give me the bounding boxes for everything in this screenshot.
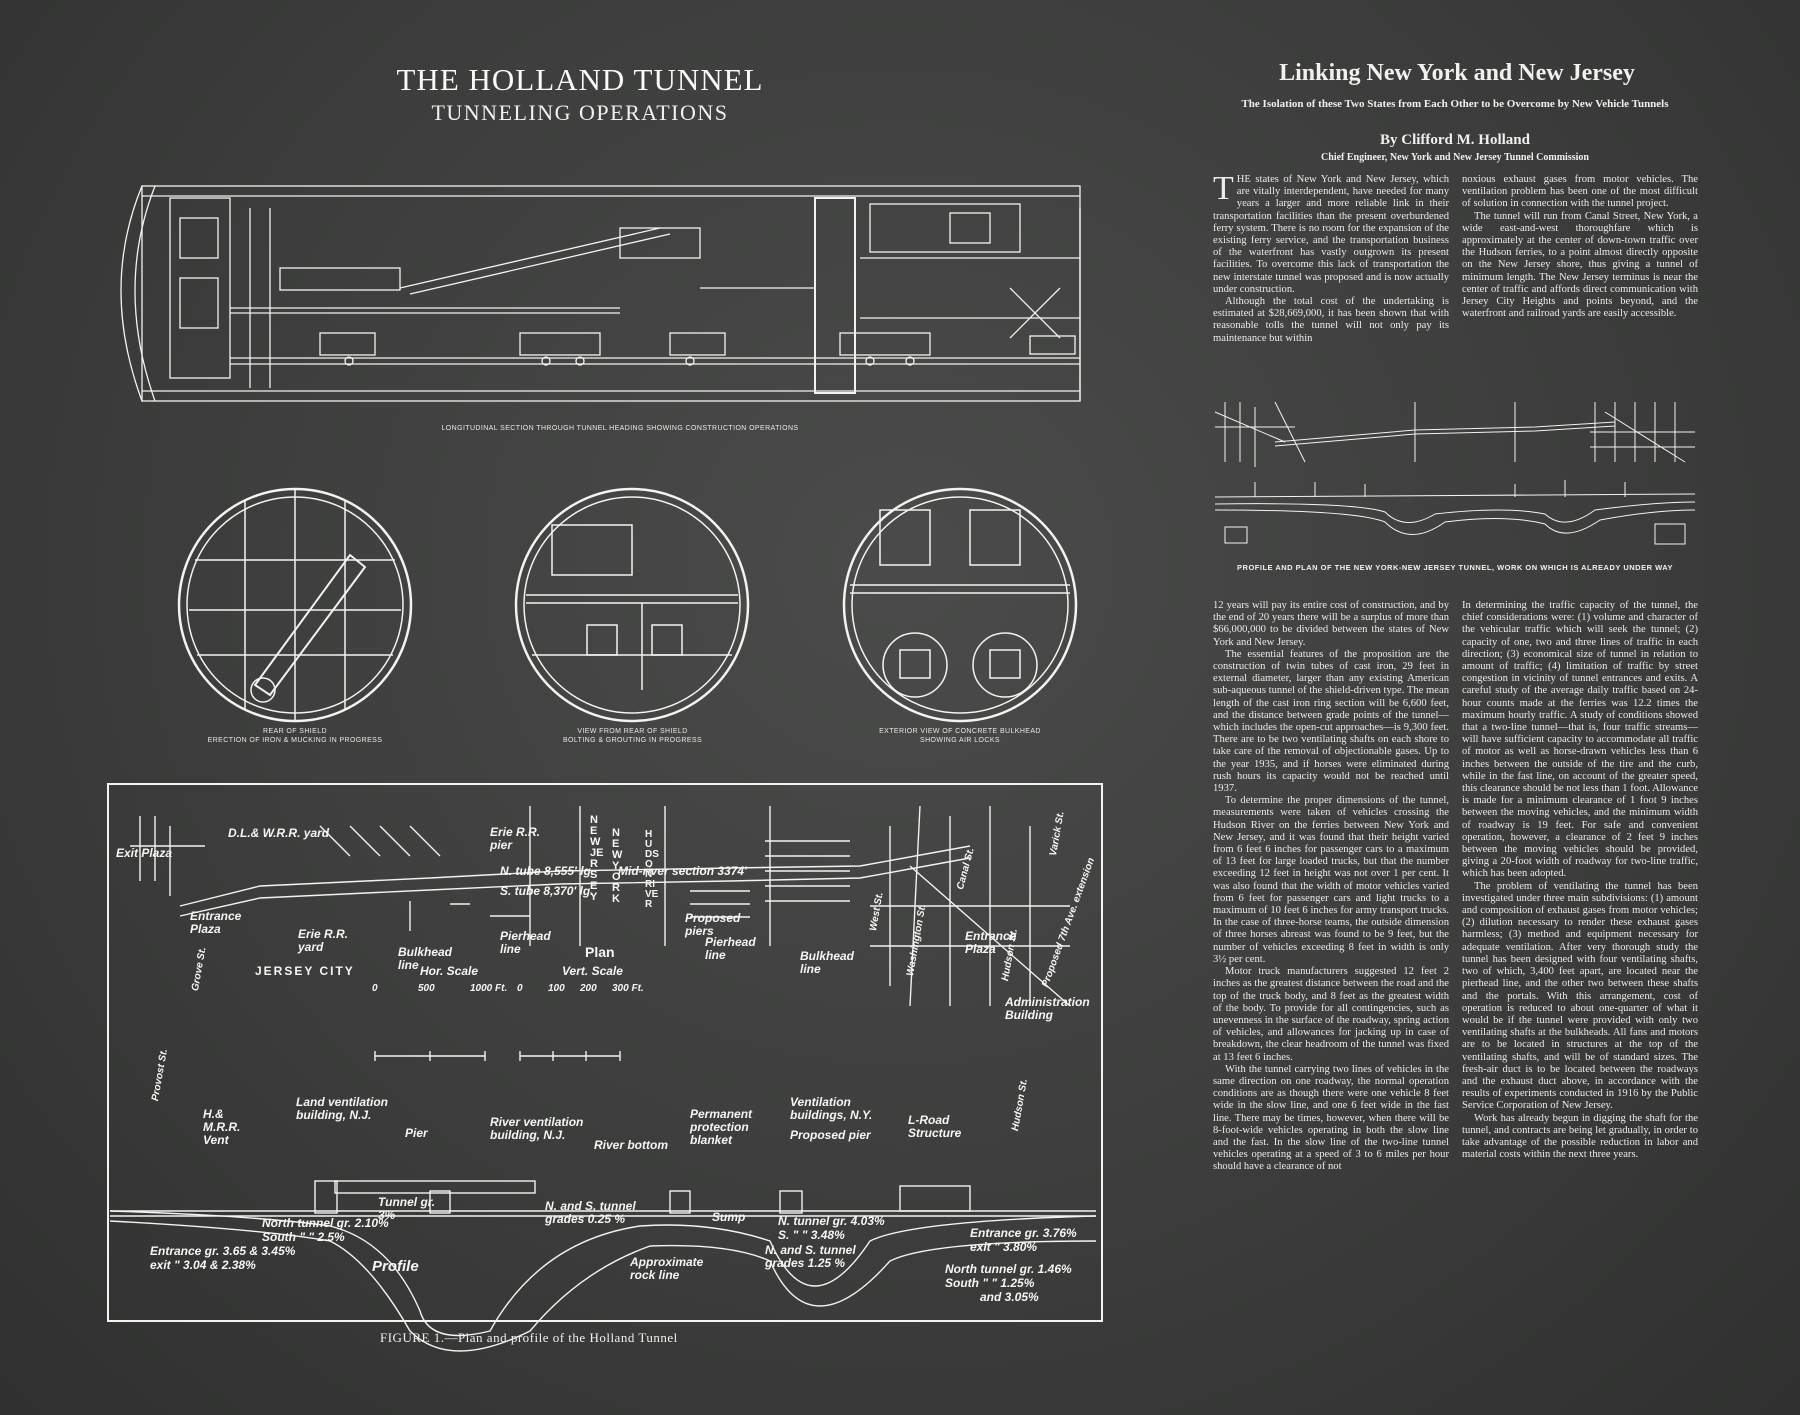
label-river-vent-nj: River ventilation building, N.J. xyxy=(490,1115,584,1142)
label-hmrr-vent: H.& M.R.R. Vent xyxy=(203,1107,241,1147)
label-n-gr-ny: N. tunnel gr. 4.03% xyxy=(778,1214,885,1228)
label-exit-plaza: Exit Plaza xyxy=(116,846,173,860)
label-tunnel-gr-3: Tunnel gr. 3% xyxy=(378,1195,436,1222)
label-permanent-blanket: Permanent protection blanket xyxy=(690,1107,753,1147)
label-rock-line: Approximate rock line xyxy=(630,1255,704,1282)
label-ns-grades-125: N. and S. tunnel grades 1.25 % xyxy=(765,1243,856,1270)
label-ns-grades-025: N. and S. tunnel grades 0.25 % xyxy=(545,1199,636,1226)
paragraph: To determine the proper dimensions of th… xyxy=(1213,795,1449,965)
paragraph: The tunnel will run from Canal Street, N… xyxy=(1462,210,1698,320)
label-new-jersey: NEW JERSEY xyxy=(590,814,604,903)
label-erie-pier: Erie R.R. pier xyxy=(490,825,541,852)
label-jersey-city: JERSEY CITY xyxy=(255,964,355,978)
paragraph: HE states of New York and New Jersey, wh… xyxy=(1213,174,1449,295)
label-pierhead-ny: Pierhead line xyxy=(705,935,756,962)
label-north-gr-ny: North tunnel gr. 1.46% xyxy=(945,1262,1072,1276)
vert-tick-0: 0 xyxy=(517,983,523,994)
section-caption: LONGITUDINAL SECTION THROUGH TUNNEL HEAD… xyxy=(441,425,799,432)
vert-tick-300: 300 Ft. xyxy=(612,983,644,994)
article-subtitle: The Isolation of these Two States from E… xyxy=(1241,98,1669,110)
article-title: Linking New York and New Jersey xyxy=(1279,60,1635,86)
label-exit-gr-ny: exit " 3.80% xyxy=(970,1240,1038,1254)
label-s-gr-ny: S. " " 3.48% xyxy=(778,1228,845,1242)
page-title: THE HOLLAND TUNNEL xyxy=(396,62,764,97)
label-bulkhead-ny: Bulkhead line xyxy=(800,949,855,976)
paragraph: In determining the traffic capacity of t… xyxy=(1462,600,1698,880)
article-top-column-2: noxious exhaust gases from motor vehicle… xyxy=(1462,174,1698,394)
paragraph: The essential features of the propositio… xyxy=(1213,648,1449,795)
label-proposed-pier: Proposed pier xyxy=(790,1128,871,1142)
paragraph: Although the total cost of the undertaki… xyxy=(1213,296,1449,344)
figure-frame xyxy=(107,783,1103,1322)
figure-caption: FIGURE 1.—Plan and profile of the Hollan… xyxy=(380,1330,678,1345)
label-north-gr-nj: North tunnel gr. 2.10% xyxy=(262,1216,389,1230)
label-south-gr-nj: South " " 2.5% xyxy=(262,1230,345,1244)
label-administration-building: Administration Building xyxy=(1005,995,1090,1022)
label-vent-buildings-ny: Ventilation buildings, N.Y. xyxy=(790,1095,873,1122)
label-dlw-yard: D.L.& W.R.R. yard xyxy=(228,826,330,840)
circle-rear-of-shield xyxy=(177,487,413,723)
vert-tick-100: 100 xyxy=(548,983,565,994)
label-exit-gr-nj: exit " 3.04 & 2.38% xyxy=(150,1258,256,1272)
label-hudson-river: HUDSON RIVER xyxy=(645,829,659,910)
label-entrance-gr-nj: Entrance gr. 3.65 & 3.45% xyxy=(150,1244,296,1258)
article-bottom-column-1: 12 years will pay its entire cost of con… xyxy=(1213,600,1449,1352)
article-map-drawing xyxy=(1214,401,1696,545)
label-s-tube: S. tube 8,370' lg. xyxy=(500,884,594,898)
label-pier: Pier xyxy=(405,1126,428,1140)
article-author-role: Chief Engineer, New York and New Jersey … xyxy=(1321,152,1589,163)
label-sump: Sump xyxy=(712,1210,746,1224)
label-south-gr-ny: South " " 1.25% xyxy=(945,1276,1035,1290)
label-entrance-plaza-ny: Entrance Plaza xyxy=(965,929,1017,956)
hor-tick-500: 500 xyxy=(418,983,435,994)
label-plan: Plan xyxy=(585,944,615,960)
plan-map-drawing xyxy=(109,805,1097,1352)
label-n-tube: N. tube 8,555' lg. xyxy=(500,864,595,878)
label-hor-scale: Hor. Scale xyxy=(420,964,479,978)
label-bulkhead-nj: Bulkhead line xyxy=(398,945,453,972)
article-map-caption: PROFILE AND PLAN OF THE NEW YORK-NEW JER… xyxy=(1237,563,1673,572)
label-entrance-plaza-nj: Entrance Plaza xyxy=(190,909,242,936)
paragraph: With the tunnel carrying two lines of ve… xyxy=(1213,1063,1449,1173)
paragraph: Work has already begun in digging the sh… xyxy=(1462,1112,1698,1161)
label-land-vent-nj: Land ventilation building, N.J. xyxy=(296,1095,389,1122)
circle-view-from-rear xyxy=(514,487,750,723)
label-l-road-structure: L-Road Structure xyxy=(908,1113,962,1140)
label-erie-yard: Erie R.R. yard xyxy=(298,927,349,954)
label-river-bottom: River bottom xyxy=(594,1138,669,1152)
page-subtitle: TUNNELING OPERATIONS xyxy=(431,100,729,125)
hor-tick-0: 0 xyxy=(372,983,378,994)
label-proposed-piers: Proposed piers xyxy=(685,911,741,938)
article-byline: By Clifford M. Holland xyxy=(1379,132,1530,148)
paragraph: Motor truck manufacturers suggested 12 f… xyxy=(1213,966,1449,1063)
label-vert-scale: Vert. Scale xyxy=(562,964,623,978)
circle-concrete-bulkhead xyxy=(842,487,1078,723)
hor-tick-1000: 1000 Ft. xyxy=(470,983,508,994)
article-bottom-column-2: In determining the traffic capacity of t… xyxy=(1462,600,1698,1352)
label-new-york: NEW YORK xyxy=(612,827,623,905)
label-mid-river: Mid-river section 3374' xyxy=(618,864,747,878)
paragraph: noxious exhaust gases from motor vehicle… xyxy=(1462,174,1698,210)
paragraph: 12 years will pay its entire cost of con… xyxy=(1213,600,1449,648)
label-and-305: and 3.05% xyxy=(980,1290,1039,1304)
label-entrance-gr-ny: Entrance gr. 3.76% xyxy=(970,1226,1077,1240)
longitudinal-section-drawing xyxy=(120,185,1081,402)
label-pierhead-nj: Pierhead line xyxy=(500,929,551,956)
vert-tick-200: 200 xyxy=(580,983,597,994)
drop-cap: T xyxy=(1213,174,1234,207)
label-profile: Profile xyxy=(372,1258,419,1275)
paragraph: The problem of ventilating the tunnel ha… xyxy=(1462,880,1698,1112)
